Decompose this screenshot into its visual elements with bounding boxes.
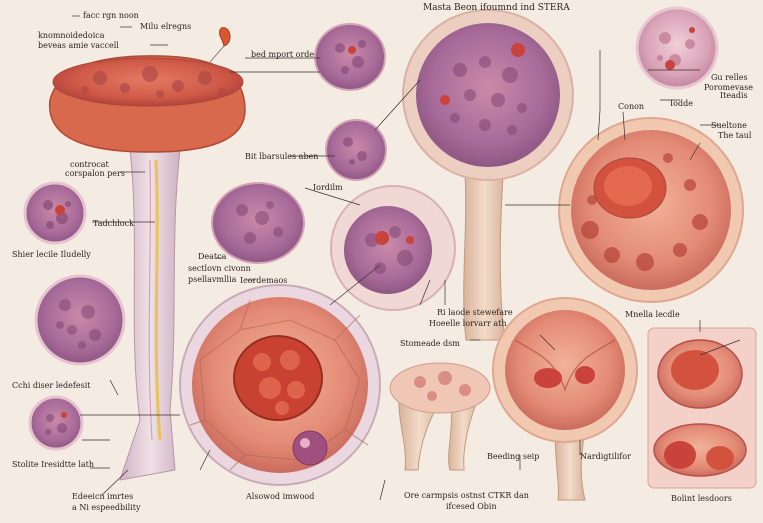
label-bolinit: Bolint lesdoors xyxy=(671,494,732,503)
label-deatca2: sectlovn civonn xyxy=(188,264,251,273)
tissue-block xyxy=(647,327,757,489)
label-lordemaos: Icordemaos xyxy=(240,276,288,285)
cell-mid-small xyxy=(325,119,387,181)
label-conon: Conon xyxy=(618,102,645,111)
label-stolite: Stolite Iresidtte lath xyxy=(12,460,95,469)
cell-left-1 xyxy=(23,181,87,245)
cell-mid-left xyxy=(211,182,305,264)
cell-mid-center xyxy=(330,185,456,311)
diagram-title: Masta Beon ifoumnd ind STERA xyxy=(423,3,570,13)
label-bottom-left2: a Ni espeedbility xyxy=(72,503,141,512)
label-bit: Bit lbarsules aben xyxy=(245,152,319,161)
label-left-mid2: corspalon pers xyxy=(65,169,125,178)
small-red-bud xyxy=(219,27,231,47)
leader-lines xyxy=(72,15,741,501)
cell-left-3 xyxy=(28,395,84,451)
cell-left-2 xyxy=(34,274,126,366)
label-ore-bottom2: ifcesed Obin xyxy=(446,502,497,511)
label-deatca1: Deatca xyxy=(198,252,227,261)
label-lordilm: Iordilm xyxy=(313,183,343,192)
label-right3: Iteadis xyxy=(720,91,748,100)
cell-top-center xyxy=(314,23,386,91)
label-stomeade: Stomeade dsm xyxy=(400,339,460,348)
label-thetaul: The taul xyxy=(718,131,752,140)
label-mid-lower1: Ri laode stewefare xyxy=(437,308,513,317)
label-mnella: Mnella lecdle xyxy=(625,310,680,319)
cell-bottom-large xyxy=(179,284,381,486)
label-tl2: Milu elregns xyxy=(140,22,192,31)
label-alsowod: Alsowod imwood xyxy=(246,492,315,501)
cell-top-right xyxy=(635,6,719,90)
label-right2: Poromevase xyxy=(704,83,753,92)
cell-right-large xyxy=(558,117,744,303)
label-top-mid: bed mport orde xyxy=(251,50,315,59)
label-mid-lower2: Hoeelle lorvarr ath xyxy=(429,319,507,328)
label-shier: Shier lecile Iludelly xyxy=(12,250,91,259)
label-tl1: facc rgn noon xyxy=(83,11,139,20)
label-deatca3: psellavmllia xyxy=(188,275,237,284)
cell-bottom-mushroom xyxy=(389,297,638,501)
label-tadchlock: Tadchlock xyxy=(93,219,134,228)
label-bending: Beeding seip xyxy=(487,452,540,461)
label-right1: Gu relles xyxy=(711,73,748,82)
left-stalk xyxy=(119,149,181,481)
label-iodde: Iodde xyxy=(670,99,693,108)
label-bottom-left1: Edeeicn imrtes xyxy=(72,492,134,501)
label-suetone: Sueltone xyxy=(711,121,747,130)
label-left-mid1: controcat xyxy=(70,160,109,169)
label-ore-bottom1: Ore carmpsis ostnst CTKR dan xyxy=(404,491,529,500)
cell-top-large xyxy=(402,9,574,341)
left-top-mushroom xyxy=(49,55,246,153)
label-c-small1: Cchi diser ledefesit xyxy=(12,381,91,390)
label-nardig: Nardigtilifor xyxy=(580,452,631,461)
label-tl3: knomnoidedoica xyxy=(38,31,105,40)
label-tl4: beveas amie vaccell xyxy=(38,41,119,50)
